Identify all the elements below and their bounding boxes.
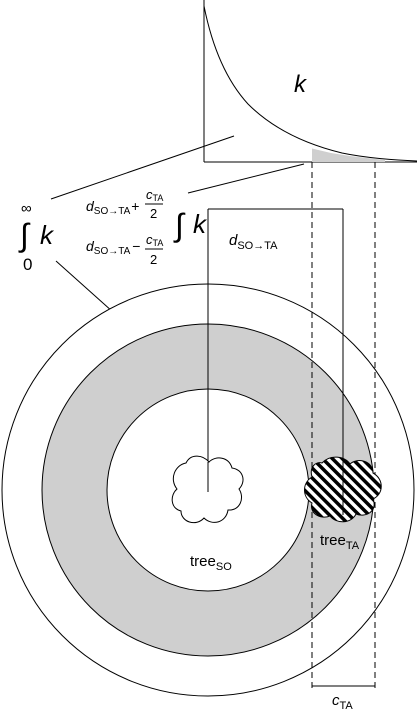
svg-text:2: 2 bbox=[150, 252, 157, 267]
tree-ta-label: treeTA bbox=[320, 532, 360, 552]
outer-integral-upper-limit: ∞ bbox=[21, 200, 32, 217]
band-integral-upper-limit: dSO→TA+ cTA 2 bbox=[86, 187, 163, 221]
kernel-curve bbox=[203, 5, 417, 162]
outer-integral-lower-limit: 0 bbox=[23, 255, 32, 274]
band-integral-lower-limit: dSO→TA− cTA 2 bbox=[86, 232, 163, 267]
integral-sign: ∫ bbox=[173, 207, 186, 243]
outer-integral-symbol: k bbox=[40, 220, 55, 250]
svg-text:cTA: cTA bbox=[146, 232, 163, 248]
svg-text:cTA: cTA bbox=[146, 187, 163, 203]
kernel-band-area bbox=[312, 148, 385, 162]
kernel-curve-label: k bbox=[294, 71, 308, 98]
kernel-plot: k bbox=[203, 0, 417, 163]
tree-so-label: treeSO bbox=[190, 553, 232, 573]
svg-text:dSO→TA+: dSO→TA+ bbox=[86, 198, 139, 217]
outer-integral: ∫ k ∞ 0 bbox=[18, 200, 55, 274]
outer-integral-callout bbox=[50, 135, 235, 200]
band-integral-symbol: k bbox=[193, 209, 208, 239]
integral-sign: ∫ bbox=[18, 217, 31, 253]
distance-label: dSO→TA bbox=[229, 232, 278, 252]
outer-circle-callout bbox=[55, 260, 114, 313]
svg-text:dSO→TA−: dSO→TA− bbox=[86, 238, 140, 257]
crown-width-dimension: cTA bbox=[312, 685, 375, 712]
band-integral-callout bbox=[187, 163, 305, 194]
band-integral: ∫ k dSO→TA+ cTA 2 dSO→TA− cTA 2 bbox=[86, 187, 208, 267]
crown-width-label: cTA bbox=[332, 692, 353, 712]
svg-text:2: 2 bbox=[150, 206, 157, 221]
